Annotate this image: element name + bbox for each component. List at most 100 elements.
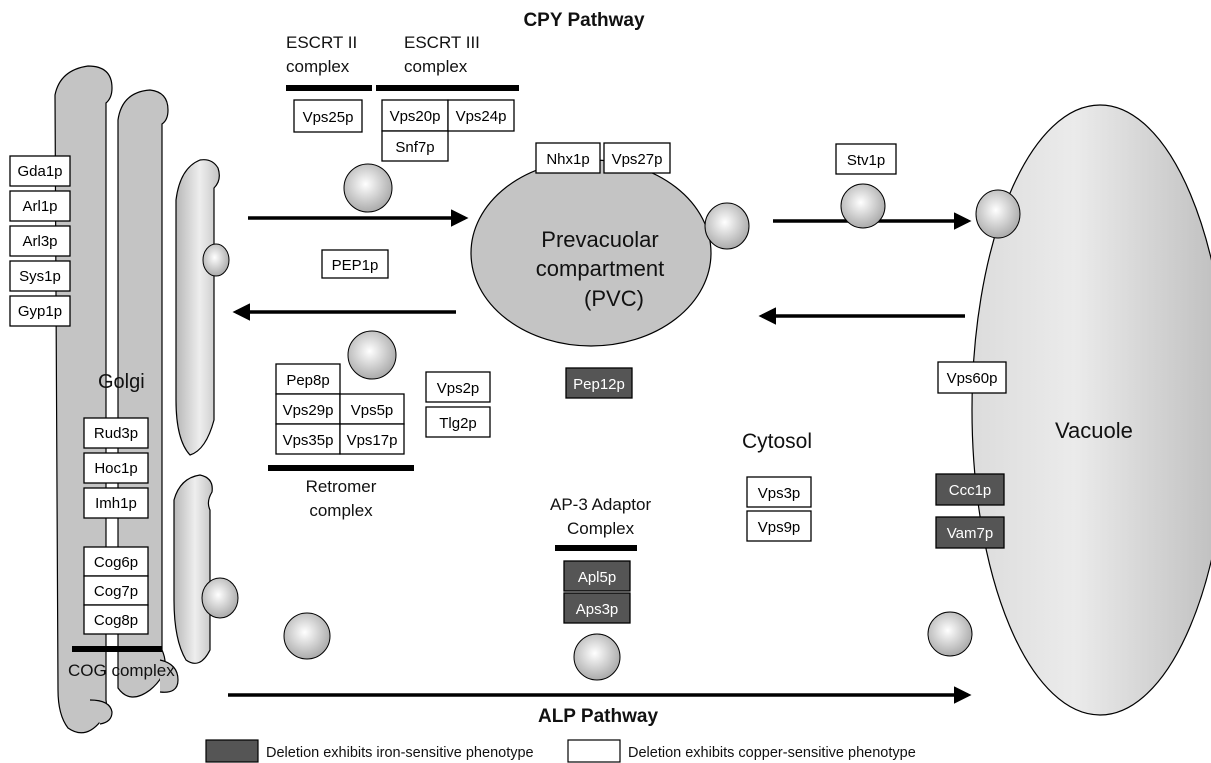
vacuole-label: Vacuole	[1055, 418, 1133, 443]
protein-box-vps27p: Vps27p	[603, 142, 671, 174]
vesicle-retromer	[347, 330, 397, 380]
protein-box-vps25p: Vps25p	[293, 99, 363, 133]
vesicle-alp-left	[283, 612, 331, 660]
protein-box-imh1p: Imh1p	[83, 487, 149, 519]
cog-complex-label: COG complex	[68, 661, 175, 680]
protein-box-rud3p: Rud3p	[83, 417, 149, 449]
vesicle-ap3	[573, 633, 621, 681]
protein-box-vps20p: Vps20p	[381, 99, 449, 132]
svg-text:Vps9p: Vps9p	[758, 519, 801, 536]
svg-text:Apl5p: Apl5p	[578, 569, 616, 586]
legend-iron-swatch	[205, 739, 259, 763]
protein-box-hoc1p: Hoc1p	[83, 452, 149, 484]
protein-box-gyp1p: Gyp1p	[9, 295, 71, 327]
svg-text:Tlg2p: Tlg2p	[439, 415, 477, 432]
golgi-label: Golgi	[98, 371, 145, 393]
svg-text:Gda1p: Gda1p	[17, 163, 62, 180]
legend-copper-swatch	[567, 739, 621, 763]
retromer-label-line2: complex	[309, 501, 373, 520]
cytosol-label: Cytosol	[742, 430, 812, 453]
protein-box-arl3p: Arl3p	[9, 225, 71, 257]
escrt2-bar	[286, 85, 372, 91]
protein-box-pep1p: PEP1p	[321, 249, 389, 279]
transport-vesicles	[283, 163, 973, 681]
pvc-label-line3: (PVC)	[584, 286, 644, 311]
protein-box-vam7p: Vam7p	[935, 516, 1005, 549]
svg-text:Vps29p: Vps29p	[283, 402, 334, 419]
protein-box-cog7p: Cog7p	[83, 575, 149, 606]
escrt3-label-line1: ESCRT III	[404, 33, 480, 52]
escrt3-bar	[376, 85, 519, 91]
legend: Deletion exhibits iron-sensitive phenoty…	[205, 739, 916, 763]
golgi-cisterna-4	[173, 474, 239, 664]
protein-box-apl5p: Apl5p	[563, 560, 631, 592]
svg-text:Vps25p: Vps25p	[303, 109, 354, 126]
pvc-label-line2: compartment	[536, 256, 664, 281]
protein-box-ccc1p: Ccc1p	[935, 473, 1005, 506]
protein-box-vps35p: Vps35p	[275, 423, 341, 455]
svg-text:Vps20p: Vps20p	[390, 108, 441, 125]
prevacuolar-compartment	[470, 159, 750, 347]
svg-text:Vps60p: Vps60p	[947, 370, 998, 387]
protein-box-snf7p: Snf7p	[381, 130, 449, 162]
protein-box-gda1p: Gda1p	[9, 155, 71, 187]
protein-box-vps29p: Vps29p	[275, 393, 341, 425]
escrt2-label-line2: complex	[286, 57, 350, 76]
protein-box-vps2p: Vps2p	[425, 371, 491, 403]
svg-text:Arl3p: Arl3p	[22, 233, 57, 250]
svg-text:Vps5p: Vps5p	[351, 402, 394, 419]
svg-text:Vps24p: Vps24p	[456, 108, 507, 125]
svg-text:Vps3p: Vps3p	[758, 485, 801, 502]
svg-text:Aps3p: Aps3p	[576, 601, 619, 618]
protein-box-tlg2p: Tlg2p	[425, 406, 491, 438]
protein-box-aps3p: Aps3p	[563, 592, 631, 624]
protein-box-vps17p: Vps17p	[339, 423, 405, 455]
svg-text:Ccc1p: Ccc1p	[949, 482, 992, 499]
svg-text:Vps35p: Vps35p	[283, 432, 334, 449]
svg-text:Cog8p: Cog8p	[94, 612, 138, 629]
protein-box-pep8p: Pep8p	[275, 363, 341, 395]
vacuole	[971, 104, 1211, 716]
svg-text:Rud3p: Rud3p	[94, 425, 138, 442]
svg-text:Stv1p: Stv1p	[847, 152, 885, 169]
svg-text:Pep8p: Pep8p	[286, 372, 329, 389]
svg-text:Snf7p: Snf7p	[395, 139, 434, 156]
svg-text:Arl1p: Arl1p	[22, 198, 57, 215]
svg-text:Vps2p: Vps2p	[437, 380, 480, 397]
escrt2-label-line1: ESCRT II	[286, 33, 357, 52]
retromer-label-line1: Retromer	[306, 477, 377, 496]
vesicle-vacuole-fusion	[927, 611, 973, 657]
svg-text:Imh1p: Imh1p	[95, 495, 137, 512]
golgi-cisterna-3	[175, 159, 230, 456]
golgi-apparatus	[54, 65, 239, 734]
svg-text:Cog7p: Cog7p	[94, 583, 138, 600]
protein-box-vps60p: Vps60p	[937, 361, 1007, 394]
protein-box-pep12p: Pep12p	[565, 367, 633, 399]
legend-copper-label: Deletion exhibits copper-sensitive pheno…	[628, 745, 916, 761]
svg-text:Hoc1p: Hoc1p	[94, 460, 137, 477]
retromer-bar	[268, 465, 414, 471]
svg-text:Gyp1p: Gyp1p	[18, 303, 62, 320]
svg-text:Sys1p: Sys1p	[19, 268, 61, 285]
svg-text:Nhx1p: Nhx1p	[546, 151, 589, 168]
pvc-label-line1: Prevacuolar	[541, 227, 658, 252]
vesicle-escrt	[343, 163, 393, 213]
ap3-bar	[555, 545, 637, 551]
protein-box-vps9p: Vps9p	[746, 510, 812, 542]
protein-box-cog6p: Cog6p	[83, 546, 149, 577]
svg-text:Vps27p: Vps27p	[612, 151, 663, 168]
svg-text:Pep12p: Pep12p	[573, 376, 625, 393]
protein-box-arl1p: Arl1p	[9, 190, 71, 222]
cog-complex-bar	[72, 646, 162, 652]
ap3-label-line2: Complex	[567, 519, 635, 538]
svg-text:PEP1p: PEP1p	[332, 257, 379, 274]
golgi-cisterna-2	[117, 89, 169, 698]
protein-box-vps5p: Vps5p	[339, 393, 405, 425]
svg-text:Vam7p: Vam7p	[947, 525, 993, 542]
vesicle-stv1	[840, 183, 886, 229]
legend-iron-label: Deletion exhibits iron-sensitive phenoty…	[266, 745, 534, 761]
ap3-label-line1: AP-3 Adaptor	[550, 495, 651, 514]
protein-box-vps24p: Vps24p	[447, 99, 515, 132]
escrt3-label-line2: complex	[404, 57, 468, 76]
